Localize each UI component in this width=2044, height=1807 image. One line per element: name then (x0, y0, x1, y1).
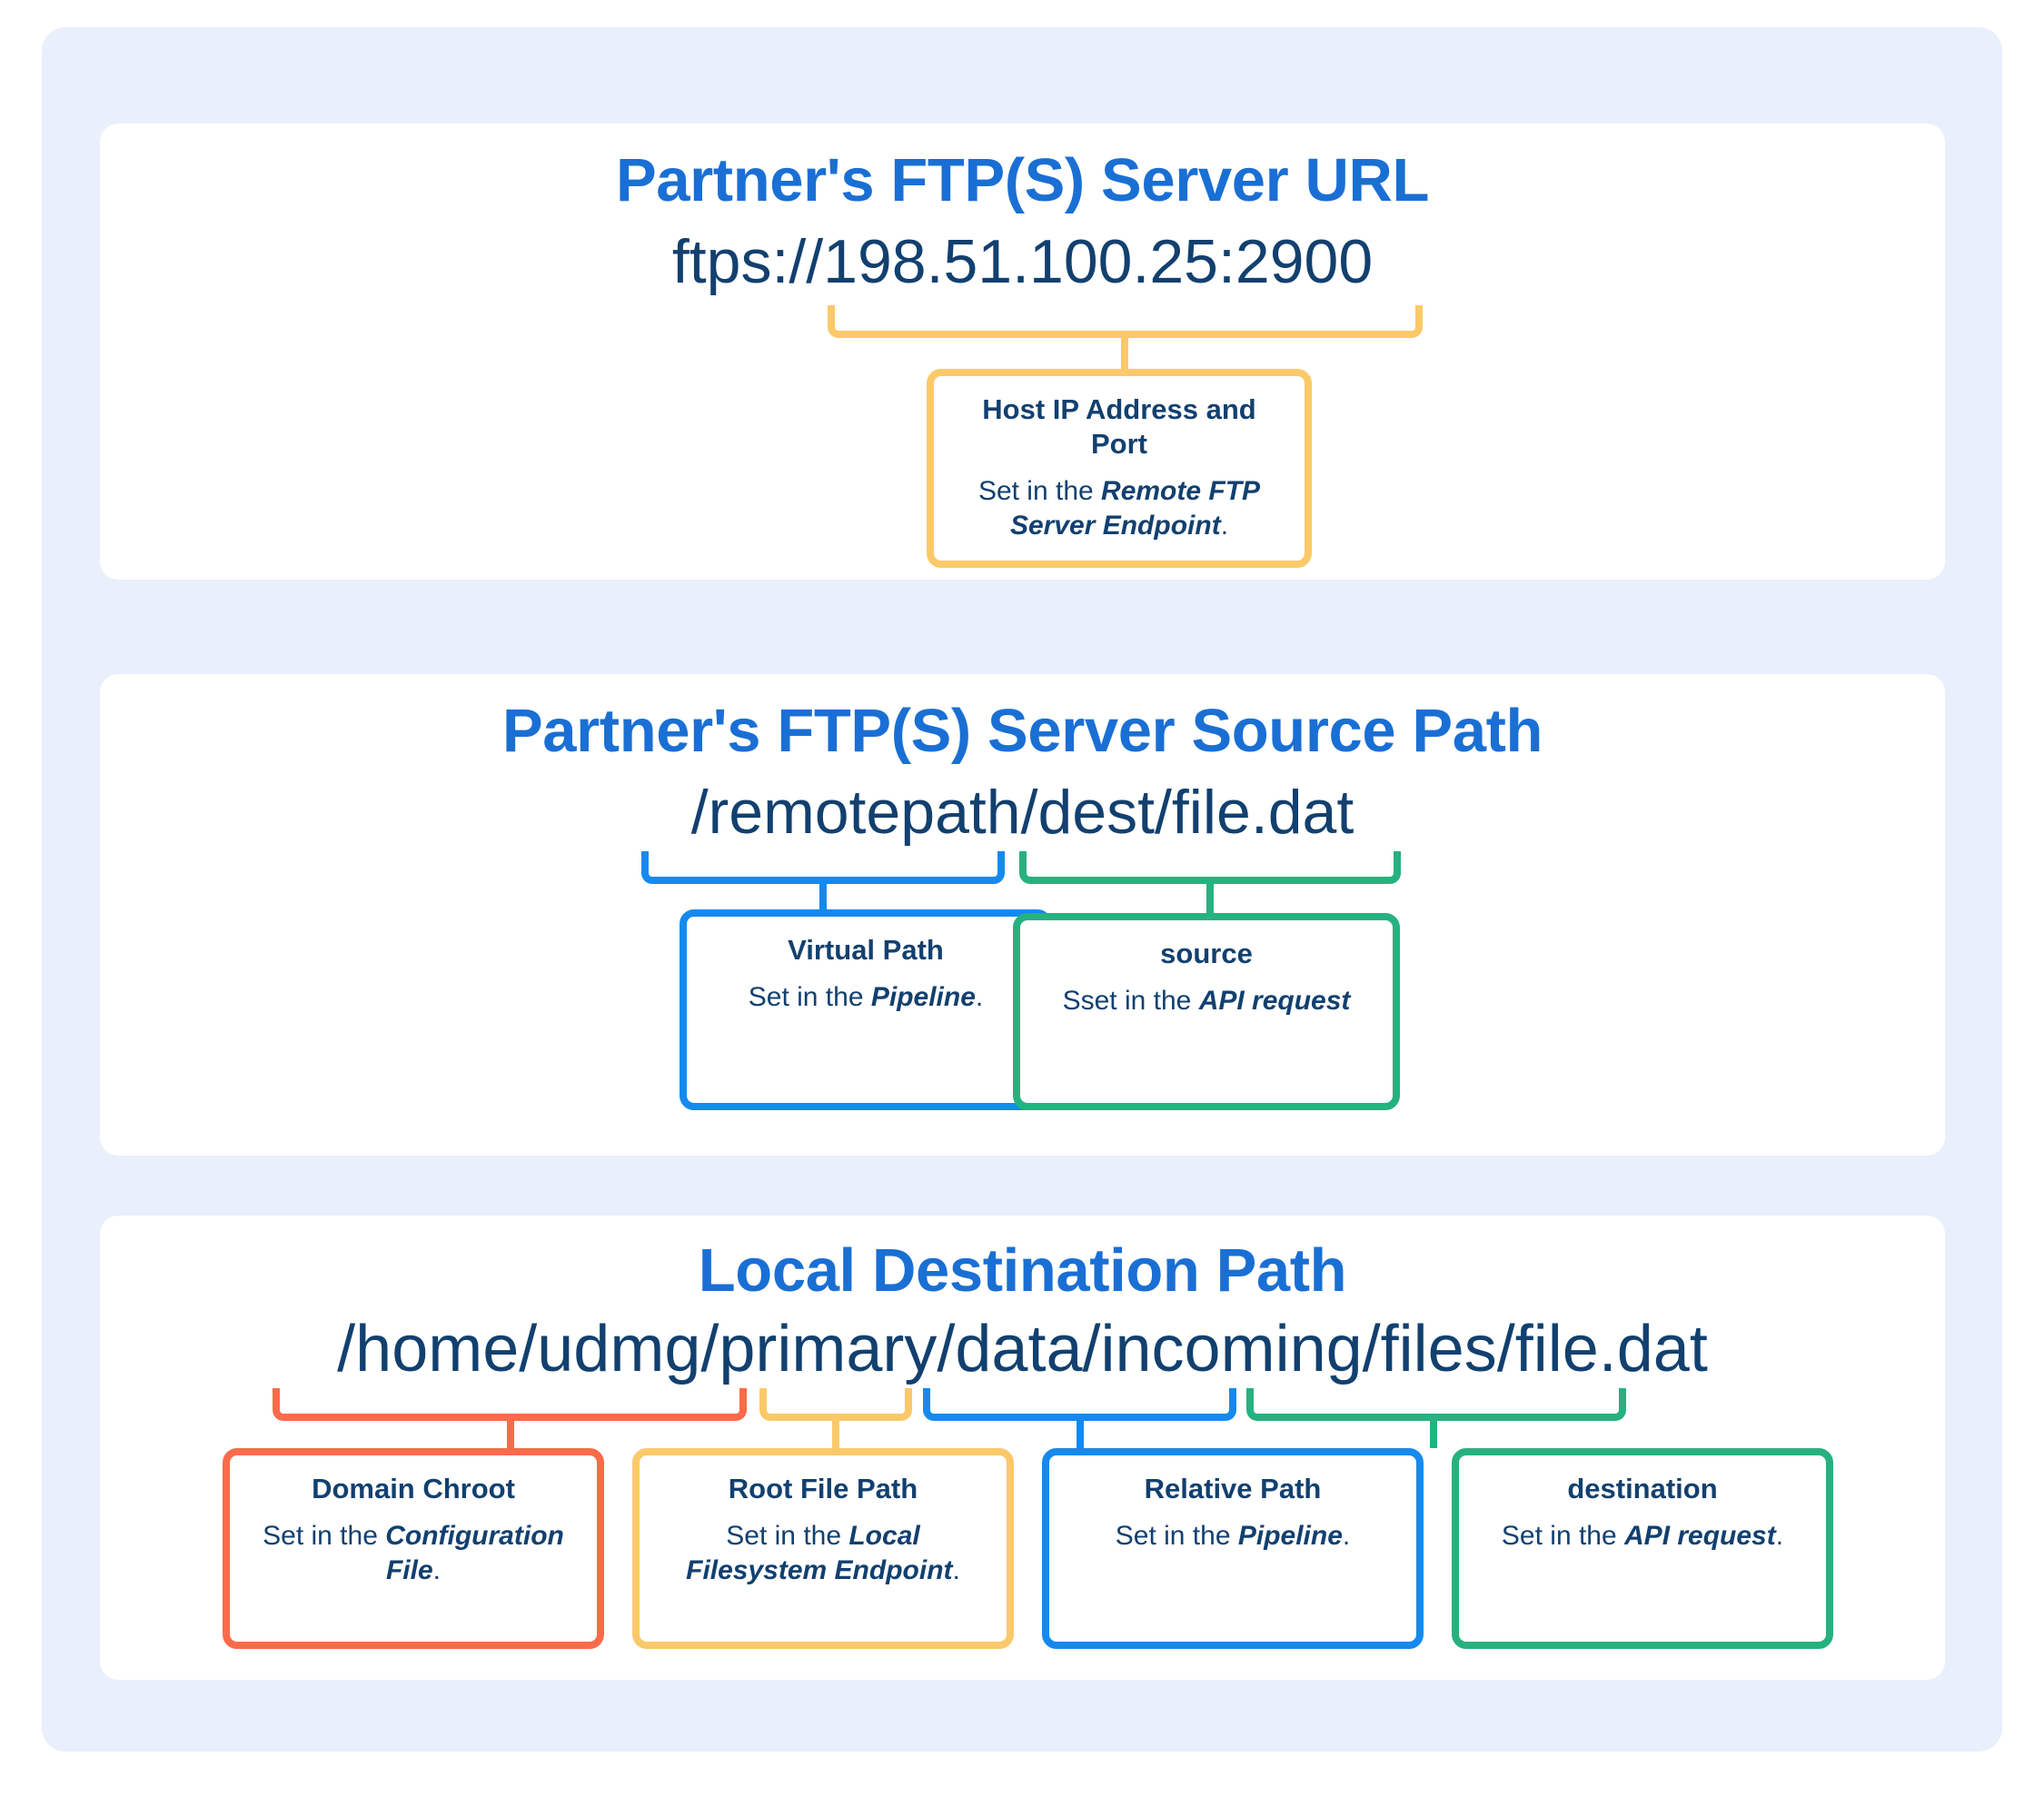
section-path-destination: /home/udmg/primary/data/incoming/files/f… (337, 1313, 1708, 1385)
section-title-destination: Local Destination Path (698, 1236, 1347, 1305)
callout-body-prefix: Set in the (726, 1520, 849, 1551)
callout-body-suffix: . (1342, 1520, 1351, 1551)
callout-body-prefix: Sset in the (1062, 985, 1199, 1016)
section-title-url: Partner's FTP(S) Server URL (615, 146, 1429, 214)
callout-title: Host IP Address and Port (982, 393, 1256, 460)
stem-domain-chroot (507, 1421, 514, 1448)
callout-title: source (1160, 938, 1253, 969)
callout-body-prefix: Set in the (263, 1520, 386, 1551)
section-title-source: Partner's FTP(S) Server Source Path (501, 697, 1543, 765)
callout-relative-path: Relative Path Set in the Pipeline. (1042, 1448, 1424, 1649)
callout-host-ip-address-and-port: Host IP Address and Port Set in the Remo… (927, 369, 1312, 568)
callout-body-prefix: Set in the (748, 981, 871, 1012)
callout-body-suffix: . (975, 981, 984, 1012)
callout-body-suffix: . (432, 1555, 442, 1586)
callout-body-emphasis: API request (1198, 985, 1351, 1016)
bracket-root-file-path (759, 1388, 912, 1421)
section-path-url: ftps://198.51.100.25:2900 (671, 227, 1374, 296)
callout-body: Set in the API request. (1477, 1519, 1808, 1554)
callout-body-emphasis: Local Filesystem Endpoint (686, 1520, 953, 1586)
callout-title: destination (1567, 1473, 1718, 1504)
callout-body-suffix: . (952, 1555, 960, 1586)
section-card-url: Partner's FTP(S) Server URL ftps://198.5… (100, 124, 1945, 580)
stem-root-file-path (832, 1421, 839, 1448)
callout-body: Set in the Pipeline. (1067, 1519, 1398, 1554)
callout-body-emphasis: Configuration File (385, 1520, 564, 1586)
callout-body-prefix: Set in the (1501, 1520, 1625, 1551)
bracket-host-ip-address-and-port (828, 305, 1423, 338)
stem-virtual-path (819, 884, 827, 909)
bracket-source (1019, 851, 1401, 884)
callout-title: Root File Path (728, 1473, 918, 1504)
stem-source (1206, 884, 1214, 913)
bracket-domain-chroot (273, 1388, 747, 1421)
callout-destination: destination Set in the API request. (1452, 1448, 1833, 1649)
section-path-source: /remotepath/dest/file.dat (690, 778, 1354, 847)
callout-domain-chroot: Domain Chroot Set in the Configuration F… (223, 1448, 604, 1649)
callout-body-suffix: . (1220, 511, 1229, 541)
callout-title: Domain Chroot (312, 1473, 515, 1504)
callout-body-prefix: Set in the (1115, 1520, 1238, 1551)
stem-destination (1430, 1421, 1437, 1448)
callout-body-prefix: Set in the (977, 475, 1102, 506)
callout-body: Set in the Pipeline. (705, 980, 1027, 1015)
callout-body-emphasis: Remote FTP Server Endpoint (1009, 475, 1261, 541)
callout-body-emphasis: Pipeline (1237, 1520, 1343, 1551)
callout-source: source Sset in the API request (1013, 913, 1400, 1110)
callout-body: Sset in the API request (1038, 984, 1374, 1018)
section-card-destination: Local Destination Path /home/udmg/primar… (100, 1216, 1945, 1680)
callout-title: Relative Path (1144, 1473, 1322, 1504)
stem-host-ip-address-and-port (1121, 338, 1128, 369)
callout-title: Virtual Path (788, 934, 944, 966)
bracket-destination (1246, 1388, 1626, 1421)
callout-body: Set in the Local Filesystem Endpoint. (658, 1519, 988, 1589)
callout-body: Set in the Remote FTP Server Endpoint. (952, 474, 1286, 544)
callout-body: Set in the Configuration File. (248, 1519, 579, 1589)
section-card-source: Partner's FTP(S) Server Source Path /rem… (100, 674, 1945, 1156)
bracket-virtual-path (641, 851, 1005, 884)
stem-relative-path (1077, 1421, 1084, 1448)
callout-body-emphasis: API request (1624, 1520, 1776, 1551)
bracket-relative-path (923, 1388, 1236, 1421)
callout-virtual-path: Virtual Path Set in the Pipeline. (680, 909, 1052, 1110)
callout-body-emphasis: Pipeline (870, 981, 976, 1012)
callout-root-file-path: Root File Path Set in the Local Filesyst… (632, 1448, 1014, 1649)
callout-body-suffix: . (1775, 1520, 1784, 1551)
